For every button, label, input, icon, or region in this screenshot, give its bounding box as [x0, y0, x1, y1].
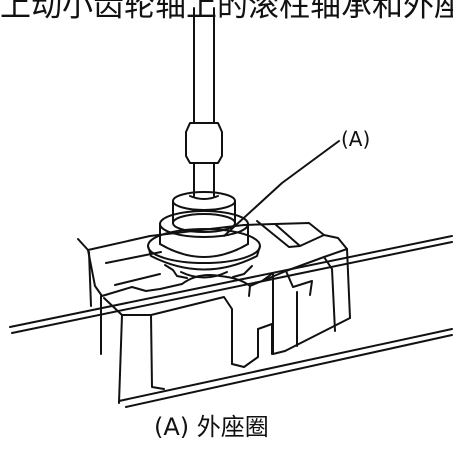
diagram-caption: (A) 外座圈	[154, 413, 269, 441]
partial-header-text: 上动小齿轮轴上的滚柱轴承和外座圈	[0, 0, 453, 24]
callout-leader-line	[223, 140, 340, 237]
support-cradle	[77, 220, 351, 404]
callout-label: (A)	[341, 127, 371, 151]
press-shaft	[185, 7, 223, 200]
rail-lines	[9, 235, 453, 408]
